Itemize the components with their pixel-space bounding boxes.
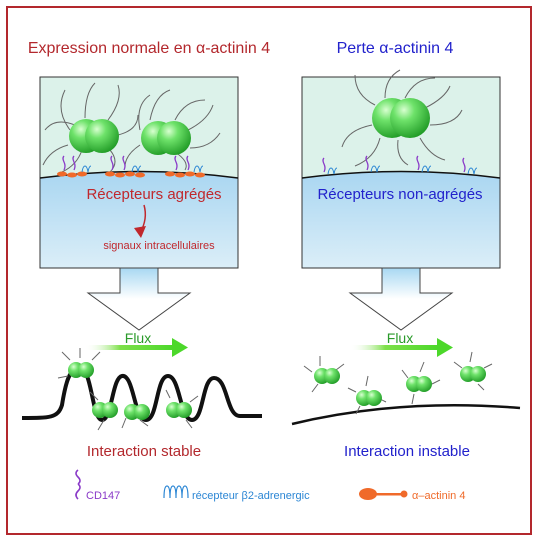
left-cell [39,76,239,269]
left-receptor-clusters [57,155,205,178]
intracellular-signals-label: signaux intracellulaires [103,240,215,252]
right-panel-title: Perte α-actinin 4 [336,40,454,57]
left-particle-1-ball-b [85,119,119,153]
cd147-icon [75,469,81,500]
receptor-icon [163,485,189,499]
legend-receptor: récepteur β2-adrenergic [192,490,310,502]
signal-arrowhead [134,226,146,238]
right-flat-surface [291,404,521,426]
right-particle [341,69,463,167]
left-flux-arrow [85,338,188,357]
left-particle-2-ball-b [157,121,191,155]
left-down-arrow [86,267,192,331]
legend-actinin: α–actinin 4 [412,490,466,502]
legend-cd147: CD147 [86,490,121,502]
stable-interaction-label: Interaction stable [86,443,202,460]
non-clustered-receptors-label: Récepteurs non-agrégés [317,186,483,203]
left-bound-particles [57,348,199,431]
left-panel-title: Expression normale en α-actinin 4 [27,40,271,57]
actinin-icon [359,488,408,500]
right-flux-arrow [350,338,453,357]
clustered-receptors-label: Récepteurs agrégés [86,186,222,203]
right-down-arrow [348,267,454,331]
right-particle-ball-b [390,98,430,138]
figure-frame [6,6,532,535]
unstable-interaction-label: Interaction instable [344,443,470,460]
right-flow-label: Flux [386,330,414,346]
right-floating-particles [303,351,493,415]
left-flow-label: Flux [124,330,152,346]
right-receptors [322,155,478,175]
